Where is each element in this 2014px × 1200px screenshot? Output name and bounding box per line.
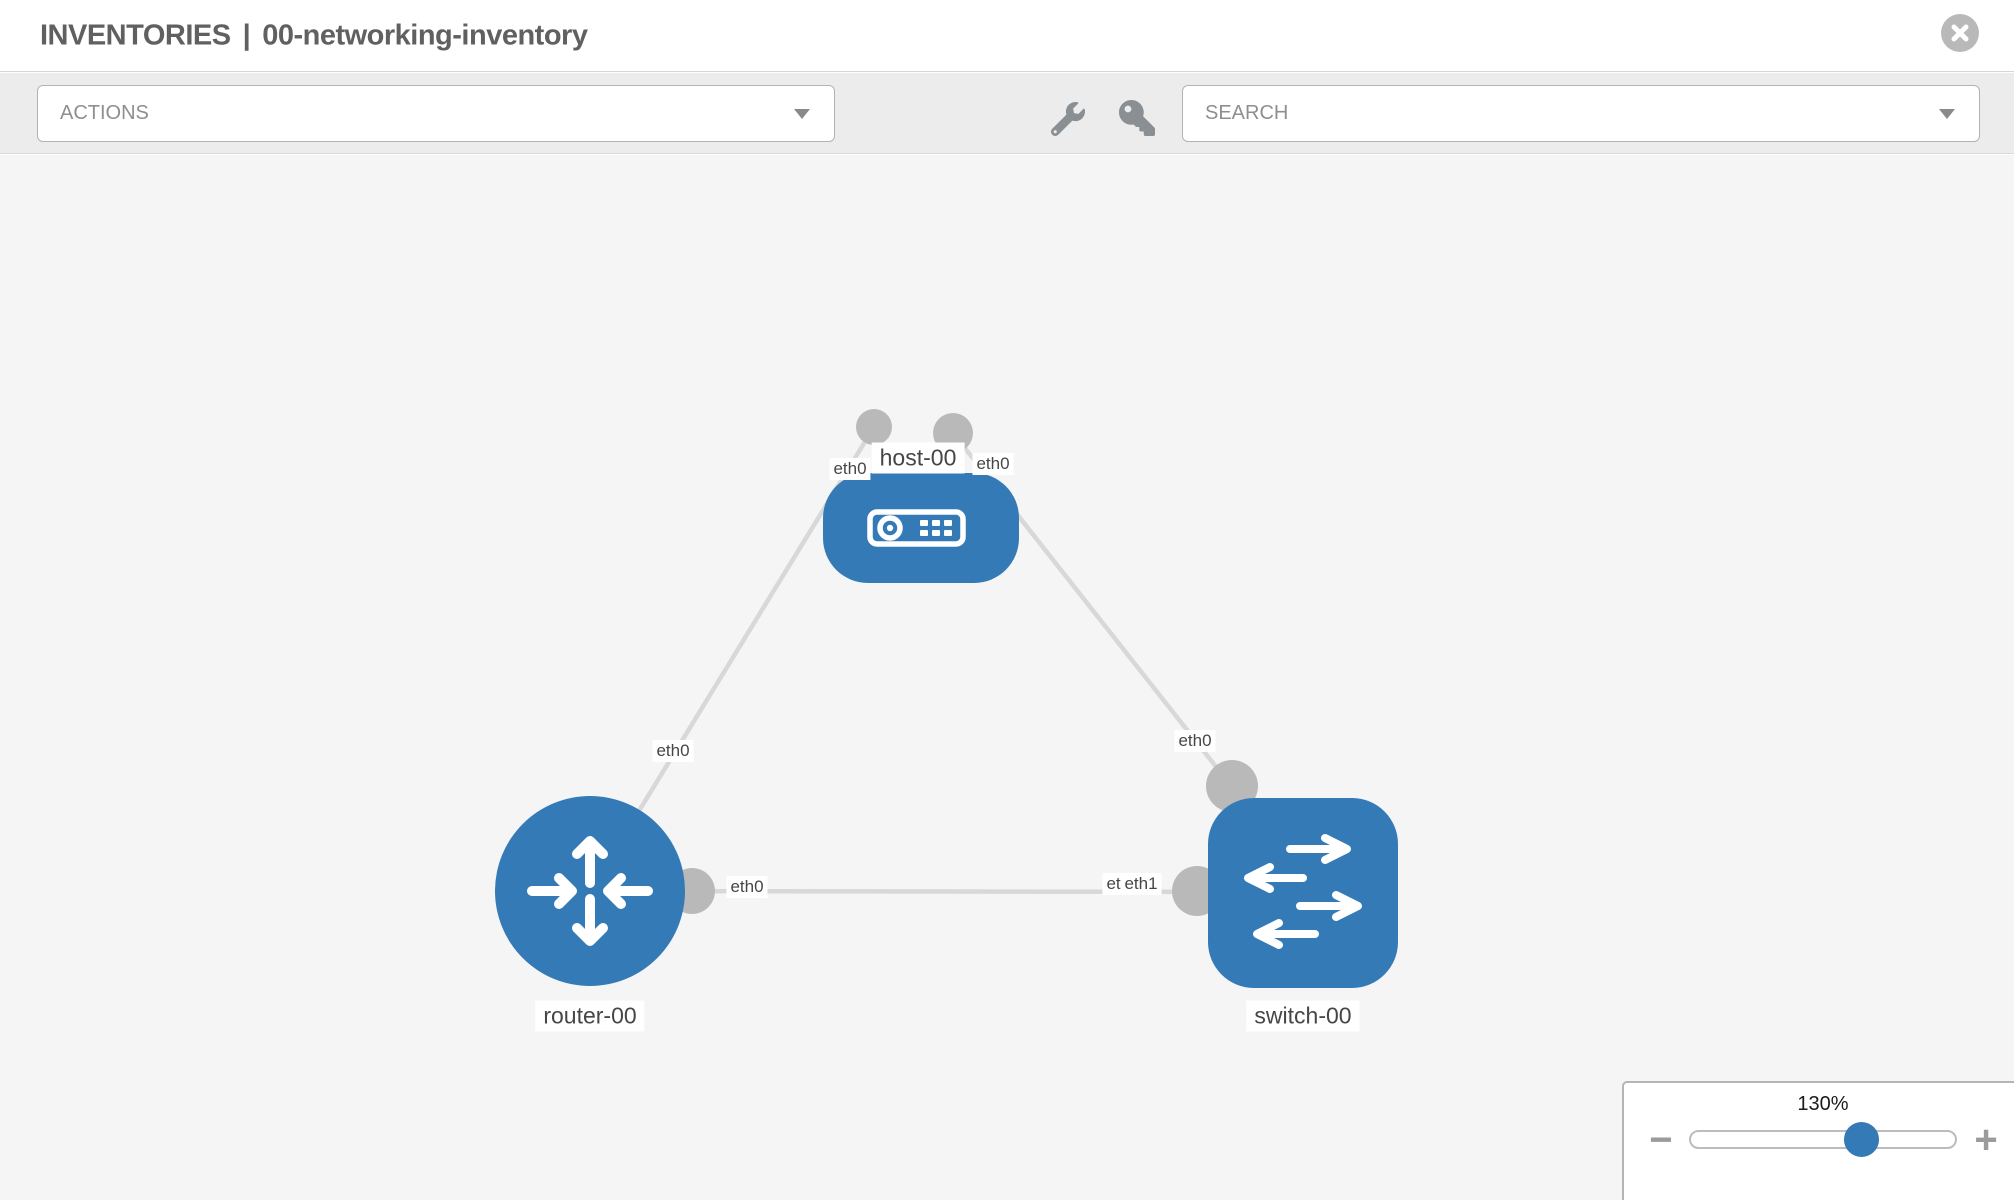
node-label-router: router-00 [535, 1000, 645, 1032]
configure-tools-button[interactable] [1050, 102, 1085, 141]
port-label-host-right: eth0 [972, 453, 1014, 475]
chevron-down-icon [794, 108, 810, 119]
zoom-slider-track[interactable] [1689, 1130, 1957, 1149]
search-dropdown-label: SEARCH [1205, 102, 1289, 124]
window-header: INVENTORIES | 00-networking-inventory [0, 0, 2014, 72]
close-icon [1951, 24, 1969, 42]
inventory-name: 00-networking-inventory [262, 19, 588, 51]
port-label-switch-left-over: eth1 [1120, 873, 1162, 895]
breadcrumb-section: INVENTORIES [40, 19, 231, 51]
node-host[interactable] [823, 473, 1019, 583]
node-switch[interactable] [1208, 798, 1398, 988]
host-icon [867, 509, 966, 547]
zoom-slider-thumb[interactable] [1844, 1122, 1879, 1157]
wrench-icon [1050, 102, 1085, 137]
key-icon [1119, 100, 1155, 136]
node-label-switch: switch-00 [1246, 1000, 1360, 1032]
port-label-router-uplink: eth0 [652, 740, 694, 762]
zoom-in-button[interactable]: + [1974, 1118, 1998, 1162]
node-label-host: host-00 [871, 442, 965, 474]
port-label-router-right: eth0 [726, 876, 768, 898]
chevron-down-icon [1939, 108, 1955, 119]
actions-dropdown[interactable]: ACTIONS [37, 85, 835, 142]
switch-icon [1244, 834, 1362, 949]
node-router[interactable] [495, 796, 685, 986]
breadcrumb-separator: | [242, 19, 251, 51]
zoom-level-value: 130% [1797, 1093, 1849, 1115]
zoom-out-button[interactable]: − [1649, 1118, 1673, 1162]
search-dropdown[interactable]: SEARCH [1182, 85, 1980, 142]
toolbar: ACTIONS SEARCH [0, 73, 2014, 154]
page-title: INVENTORIES | 00-networking-inventory [40, 19, 588, 52]
topology-canvas[interactable]: eth0 eth0 eth0 eth0 eth0 eth0 eth1 host-… [0, 155, 2014, 1200]
port-label-host-left: eth0 [829, 458, 871, 480]
actions-dropdown-label: ACTIONS [60, 102, 149, 124]
close-button[interactable] [1941, 14, 1979, 52]
port-host-eth0-left [856, 409, 892, 445]
router-icon [527, 836, 653, 946]
port-label-switch-uplink: eth0 [1174, 730, 1216, 752]
zoom-control-panel: 130% − + [1622, 1081, 2014, 1200]
credentials-button[interactable] [1119, 100, 1155, 141]
